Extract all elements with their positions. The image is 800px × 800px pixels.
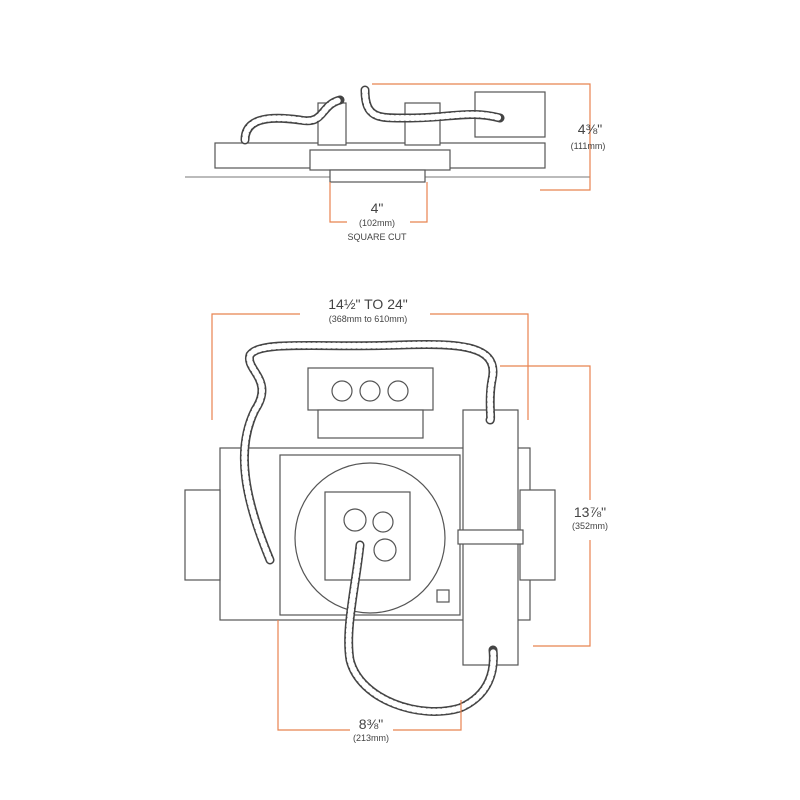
cut-metric: (102mm) [358,218,396,228]
bar-hanger-left [184,489,221,581]
knockout-3 [373,538,397,562]
frame-value: 8⅜" [358,716,384,732]
depth-dimension-line [500,365,591,647]
cut-dimension-line [329,182,428,223]
junction-box [324,491,411,581]
width-metric: (368mm to 610mm) [328,314,408,324]
cut-value: 4" [370,200,384,216]
top-knockout-2 [359,380,381,402]
frame-dimension-line [277,620,462,731]
top-knockout-3 [387,380,409,402]
knockout-2 [372,511,394,533]
side-view [185,85,590,183]
mounting-bracket [317,409,424,439]
width-value: 14½" TO 24" [328,296,408,312]
trim-side [329,169,426,183]
depth-metric: (352mm) [571,521,609,531]
top-knockout-1 [331,380,353,402]
top-view [184,339,556,716]
frame-metric: (213mm) [352,733,390,743]
knockout-1 [343,508,367,532]
height-metric: (111mm) [570,141,606,151]
height-value: 4⅜" [577,121,603,137]
aperture-side [309,149,451,171]
cut-note: SQUARE CUT [347,232,407,242]
test-button [436,589,450,603]
width-dimension-line [211,313,529,420]
driver-side [404,102,441,146]
depth-value: 13⅞" [573,504,607,520]
bar-hanger-right [519,489,556,581]
height-dimension-line [372,83,591,191]
driver-strap [457,529,524,545]
